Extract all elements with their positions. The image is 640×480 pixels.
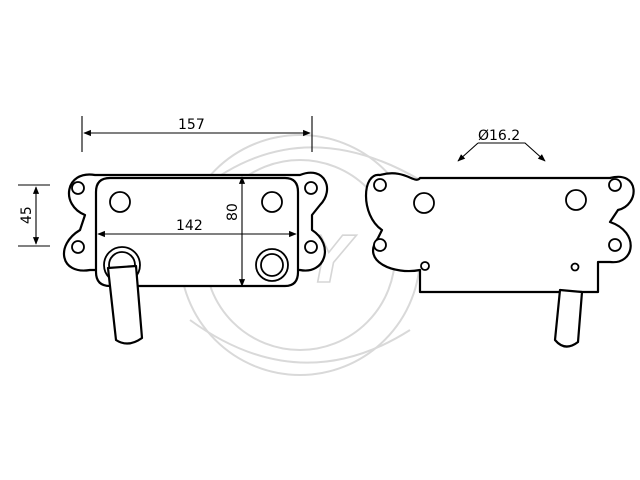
mounting-hole [71,181,85,195]
mounting-hole [608,238,622,252]
rear-view [364,172,635,348]
bolt-hole [261,191,283,213]
rear-view-outline [364,172,635,294]
dimension-16-2: Ø16.2 [478,128,520,144]
mounting-hole [608,178,622,192]
dimension-height: 80 [225,176,246,287]
front-view [62,171,329,345]
dimension-157: 157 [178,117,205,133]
mounting-hole [304,181,318,195]
port-outlet-inner [260,253,284,277]
dimension-overall-length: 157 [81,116,313,152]
front-view-pipe [106,264,144,345]
small-hole [570,262,580,272]
small-hole [420,261,430,271]
mounting-hole [71,240,85,254]
dimension-142: 142 [176,218,203,234]
dimension-flange-height: 45 [18,184,50,247]
mounting-hole [304,240,318,254]
bolt-hole [413,192,435,214]
dimension-hole-spacing: 142 [97,218,297,238]
dimension-port-diameter: Ø16.2 [457,128,546,162]
bolt-hole [109,191,131,213]
dimension-80: 80 [225,203,241,221]
mounting-hole [373,238,387,252]
dimension-45: 45 [19,206,35,224]
rear-view-pipe [553,288,584,348]
bolt-hole [565,189,587,211]
mounting-hole [373,178,387,192]
